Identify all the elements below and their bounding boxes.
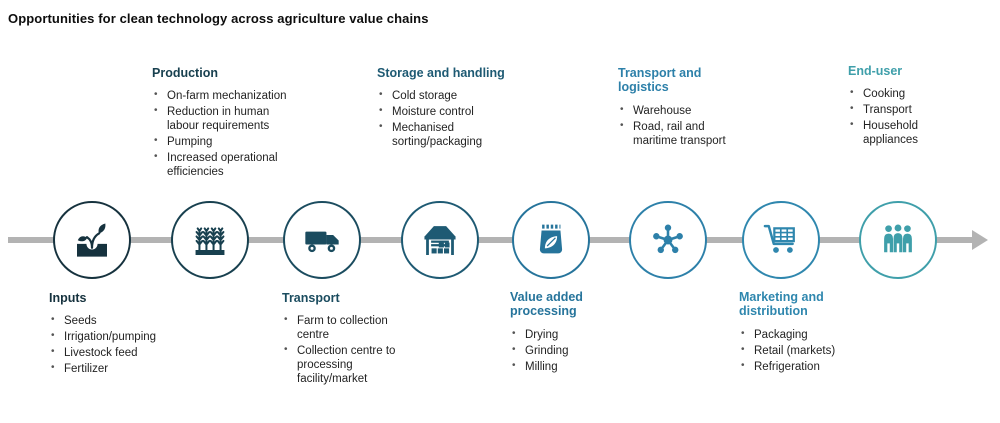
stage-item: Farm to collection centre [282,314,417,342]
stage-node-value-added-processing [512,201,590,279]
page-title: Opportunities for clean technology acros… [8,11,429,26]
stage-title: Production [152,66,218,80]
stage-item: Retail (markets) [739,344,864,358]
stage-item-list: Drying Grinding Milling [510,328,620,374]
stage-title: Storage and handling [377,66,505,80]
wheat-crop-icon [195,227,225,255]
network-hub-icon [653,224,683,254]
stage-item-list: Packaging Retail (markets) Refrigeration [739,328,864,374]
stage-item: Collection centre to processing facility… [282,344,417,386]
truck-icon [305,231,339,253]
seed-bag-icon [539,224,563,254]
stage-item: Cooking [848,87,953,101]
stage-label-value-added-processing: Value added processing Drying Grinding M… [510,290,620,376]
stage-node-end-user [859,201,937,279]
stage-item-list: Farm to collection centre Collection cen… [282,314,417,386]
stage-item: Grinding [510,344,620,358]
stage-item-list: On-farm mechanization Reduction in human… [152,89,287,179]
stage-item-list: Cooking Transport Household appliances [848,87,953,147]
stage-item: Cold storage [377,89,522,103]
stage-node-transport [283,201,361,279]
stage-item: Warehouse [618,104,748,118]
stage-item-list: Seeds Irrigation/pumping Livestock feed … [49,314,199,376]
shopping-cart-icon [763,224,795,253]
stage-item: Pumping [152,135,287,149]
stage-node-transport-logistics [629,201,707,279]
stage-title: End-user [848,64,903,78]
stage-item: Irrigation/pumping [49,330,199,344]
stage-item: On-farm mechanization [152,89,287,103]
stage-node-storage [401,201,479,279]
stage-label-marketing-and-distribution: Marketing and distribution Packaging Ret… [739,290,864,376]
warehouse-icon [424,226,456,255]
stage-label-transport: Transport Farm to collection centre Coll… [282,291,417,388]
stage-item-list: Cold storage Moisture control Mechanised… [377,89,522,149]
stage-item: Packaging [739,328,864,342]
stage-item-list: Warehouse Road, rail and maritime transp… [618,104,748,148]
stage-label-production: Production On-farm mechanization Reducti… [152,66,287,181]
sprout-in-soil-icon [77,223,107,257]
flow-arrow-right-icon [972,230,988,250]
stage-node-production [171,201,249,279]
stage-item: Fertilizer [49,362,199,376]
stage-title: Inputs [49,291,87,305]
stage-label-inputs: Inputs Seeds Irrigation/pumping Livestoc… [49,291,199,378]
stage-item: Moisture control [377,105,522,119]
flow-line [8,237,974,243]
stage-item: Road, rail and maritime transport [618,120,748,148]
stage-item: Seeds [49,314,199,328]
stage-item: Household appliances [848,119,953,147]
stage-item: Milling [510,360,620,374]
stage-item: Mechanised sorting/packaging [377,121,522,149]
stage-title: Transport [282,291,340,305]
stage-item: Reduction in human labour requirements [152,105,287,133]
stage-item: Livestock feed [49,346,199,360]
stage-item: Refrigeration [739,360,864,374]
stage-node-marketing [742,201,820,279]
stage-label-transport-and-logistics: Transport and logistics Warehouse Road, … [618,66,748,150]
people-group-icon [884,224,912,253]
stage-title: Transport and logistics [618,66,702,95]
stage-title: Marketing and distribution [739,290,824,319]
stage-title: Value added processing [510,290,583,319]
stage-node-inputs [53,201,131,279]
stage-item: Transport [848,103,953,117]
stage-label-storage-and-handling: Storage and handling Cold storage Moistu… [377,66,522,151]
stage-item: Drying [510,328,620,342]
stage-item: Increased operational efficiencies [152,151,287,179]
stage-label-end-user: End-user Cooking Transport Household app… [848,64,953,149]
